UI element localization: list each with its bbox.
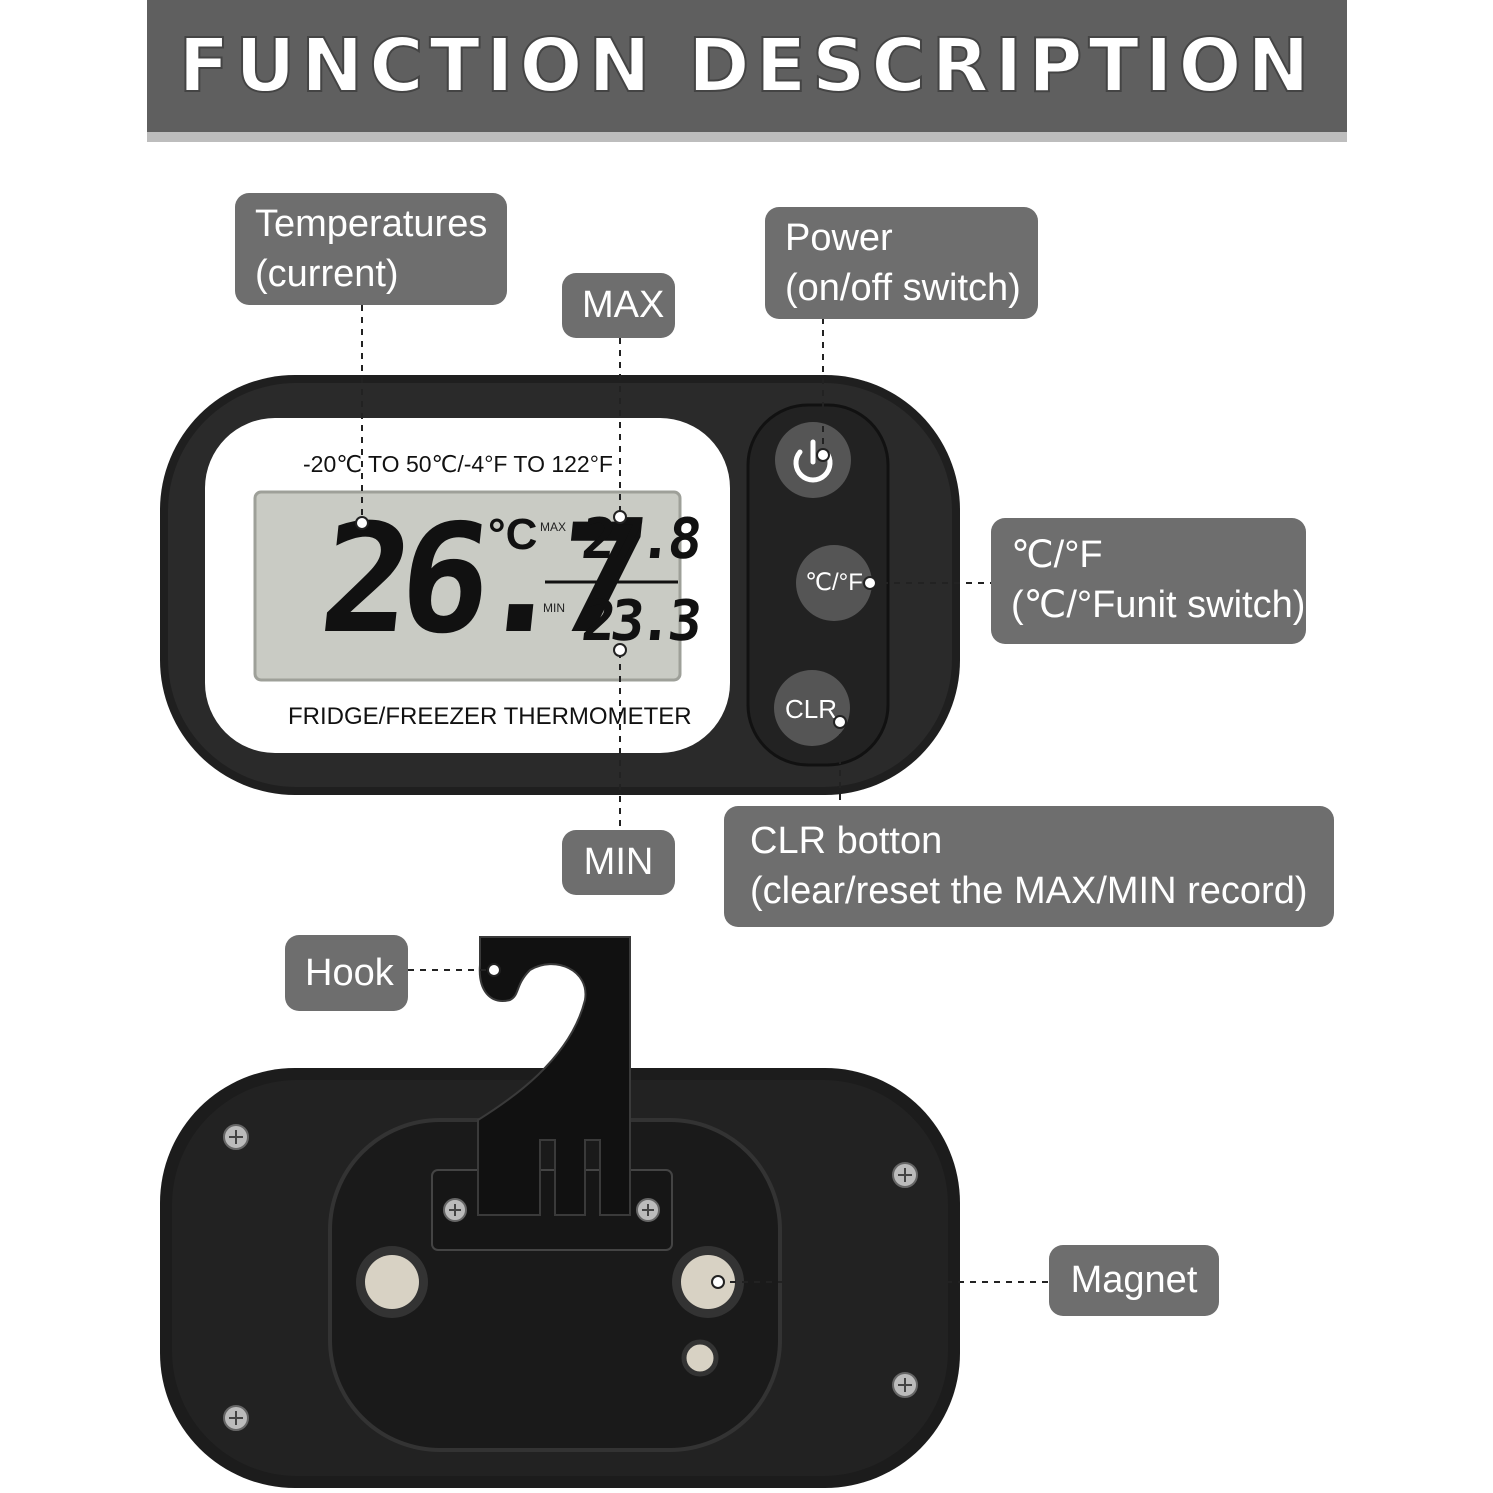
clr-pointer [833, 715, 847, 729]
max-readout: 27.8 [578, 507, 701, 572]
clr-label: CLR botton (clear/reset the MAX/MIN reco… [724, 806, 1334, 927]
hook-pointer [487, 963, 501, 977]
range-text: -20℃ TO 50℃/-4°F TO 122°F [303, 451, 613, 477]
max-pointer [613, 510, 627, 524]
magnet-label: Magnet [1049, 1245, 1219, 1316]
power-label: Power (on/off switch) [765, 207, 1038, 319]
page-title: FUNCTION DESCRIPTION [178, 22, 1316, 110]
unit-button-label: ℃/°F [805, 569, 863, 596]
hook-icon [477, 936, 631, 1216]
magnet-icon [356, 1246, 744, 1377]
min-label: MIN [562, 830, 675, 895]
temperatures-pointer [355, 516, 369, 530]
min-tag: MIN [543, 601, 565, 615]
temperatures-label: Temperatures (current) [235, 193, 507, 305]
hook-label: Hook [285, 935, 408, 1011]
power-pointer [816, 448, 830, 462]
clr-button-label: CLR [785, 694, 838, 724]
magnet-pointer [711, 1275, 725, 1289]
unit-switch-label: ℃/°F (℃/°Funit switch) [991, 518, 1306, 644]
unit-pointer [863, 576, 877, 590]
screw-icon [223, 1124, 918, 1431]
thermometer-front [160, 375, 960, 795]
power-icon [793, 439, 833, 483]
min-pointer [613, 643, 627, 657]
max-tag: MAX [540, 520, 567, 534]
current-unit: °C [488, 510, 538, 559]
clr-button[interactable] [774, 670, 850, 746]
max-label: MAX [562, 273, 675, 338]
thermometer-back [160, 936, 960, 1488]
model-text: FRIDGE/FREEZER THERMOMETER [288, 703, 692, 730]
header-bar: FUNCTION DESCRIPTION [147, 0, 1347, 142]
unit-button[interactable] [796, 545, 872, 621]
lcd-screen [253, 490, 682, 682]
min-readout: 23.3 [578, 589, 701, 654]
leader-lines [361, 305, 1050, 1283]
